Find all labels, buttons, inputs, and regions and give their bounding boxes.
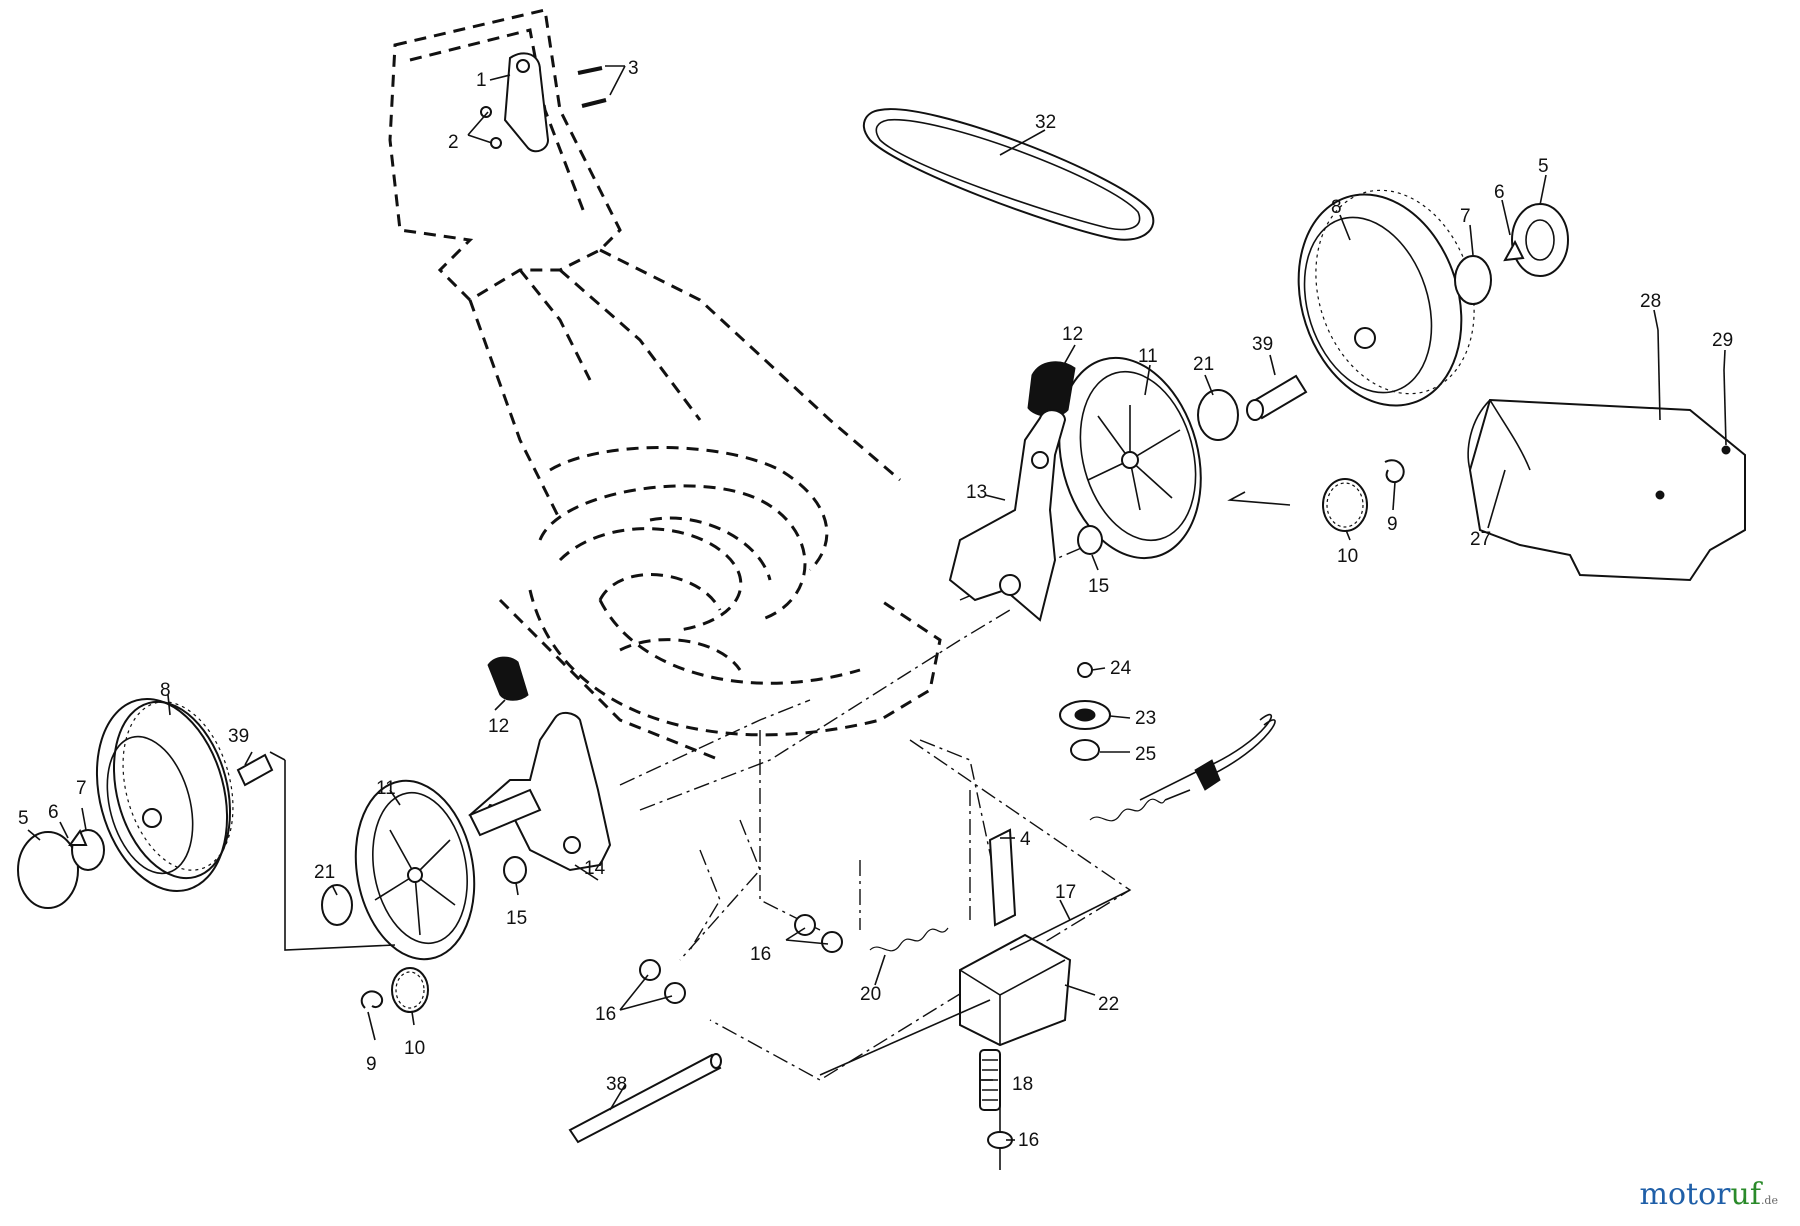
right-hub-parts bbox=[1058, 356, 1308, 560]
left-drive-gear bbox=[360, 967, 429, 1013]
callout-15-left: 15 bbox=[506, 908, 527, 929]
control-cable bbox=[869, 713, 1276, 952]
callout-23: 23 bbox=[1135, 708, 1156, 729]
callout-5-left: 5 bbox=[18, 808, 29, 829]
watermark-uf: uf bbox=[1730, 1177, 1761, 1212]
callout-17: 17 bbox=[1055, 882, 1076, 903]
callout-10-left: 10 bbox=[404, 1038, 425, 1059]
engine-phantom bbox=[538, 446, 829, 632]
baffle-plate bbox=[1467, 329, 1746, 582]
callout-21-left: 21 bbox=[314, 862, 335, 883]
callout-16-mid: 16 bbox=[750, 944, 771, 965]
callout-3: 3 bbox=[628, 58, 639, 79]
callout-13: 13 bbox=[966, 482, 987, 503]
watermark-logo: motoruf.de bbox=[1640, 1177, 1778, 1212]
callout-18: 18 bbox=[1012, 1074, 1033, 1095]
watermark-motor: motor bbox=[1639, 1177, 1731, 1212]
deck-phantom bbox=[498, 589, 942, 762]
callout-38: 38 bbox=[606, 1074, 627, 1095]
callout-27: 27 bbox=[1470, 529, 1491, 550]
callout-16-bottom: 16 bbox=[1018, 1130, 1039, 1151]
callout-28: 28 bbox=[1640, 291, 1661, 312]
callout-7-right: 7 bbox=[1460, 206, 1471, 227]
right-drive-gear bbox=[1227, 459, 1405, 532]
callout-9-right: 9 bbox=[1387, 514, 1398, 535]
left-wheel-assembly bbox=[17, 697, 274, 909]
callout-1: 1 bbox=[476, 70, 487, 91]
callout-8-right: 8 bbox=[1331, 197, 1342, 218]
hex-nuts bbox=[639, 914, 843, 1004]
callout-6-right: 6 bbox=[1494, 182, 1505, 203]
callout-22: 22 bbox=[1098, 994, 1119, 1015]
callout-20: 20 bbox=[860, 984, 881, 1005]
callout-9-left: 9 bbox=[366, 1054, 377, 1075]
callout-7-left: 7 bbox=[76, 778, 87, 799]
callout-32: 32 bbox=[1035, 112, 1056, 133]
pulley-parts bbox=[1059, 662, 1111, 761]
callout-4: 4 bbox=[1020, 829, 1031, 850]
callout-10-right: 10 bbox=[1337, 546, 1358, 567]
callout-12-left: 12 bbox=[488, 716, 509, 737]
callout-14: 14 bbox=[584, 858, 606, 879]
right-height-bracket bbox=[948, 361, 1103, 622]
callout-16-left: 16 bbox=[595, 1004, 616, 1025]
right-wheel-assembly bbox=[1297, 189, 1569, 407]
handle-phantom bbox=[388, 8, 901, 521]
callout-6-left: 6 bbox=[48, 802, 59, 823]
callout-8-left: 8 bbox=[160, 680, 171, 701]
callout-39-right: 39 bbox=[1252, 334, 1273, 355]
callout-numbers: 1 2 3 32 8 7 6 5 28 29 12 11 21 39 13 15… bbox=[18, 58, 1733, 1151]
callout-12-right: 12 bbox=[1062, 324, 1083, 345]
callout-24: 24 bbox=[1110, 658, 1132, 679]
callout-11-right: 11 bbox=[1138, 346, 1158, 367]
callout-25: 25 bbox=[1135, 744, 1156, 765]
left-height-bracket bbox=[468, 656, 612, 884]
drive-belt bbox=[862, 108, 1155, 241]
callout-5-right: 5 bbox=[1538, 156, 1549, 177]
leader-lines bbox=[27, 65, 1726, 1141]
callout-39-left: 39 bbox=[228, 726, 249, 747]
axle-rod bbox=[568, 1053, 722, 1144]
watermark-de: .de bbox=[1760, 1194, 1778, 1207]
callout-11-left: 11 bbox=[376, 778, 396, 799]
callout-15-right: 15 bbox=[1088, 576, 1109, 597]
left-drive-pulley bbox=[269, 751, 476, 961]
callout-21-right: 21 bbox=[1193, 354, 1214, 375]
handle-bracket bbox=[480, 52, 607, 153]
callout-2: 2 bbox=[448, 132, 459, 153]
callout-29: 29 bbox=[1712, 330, 1733, 351]
